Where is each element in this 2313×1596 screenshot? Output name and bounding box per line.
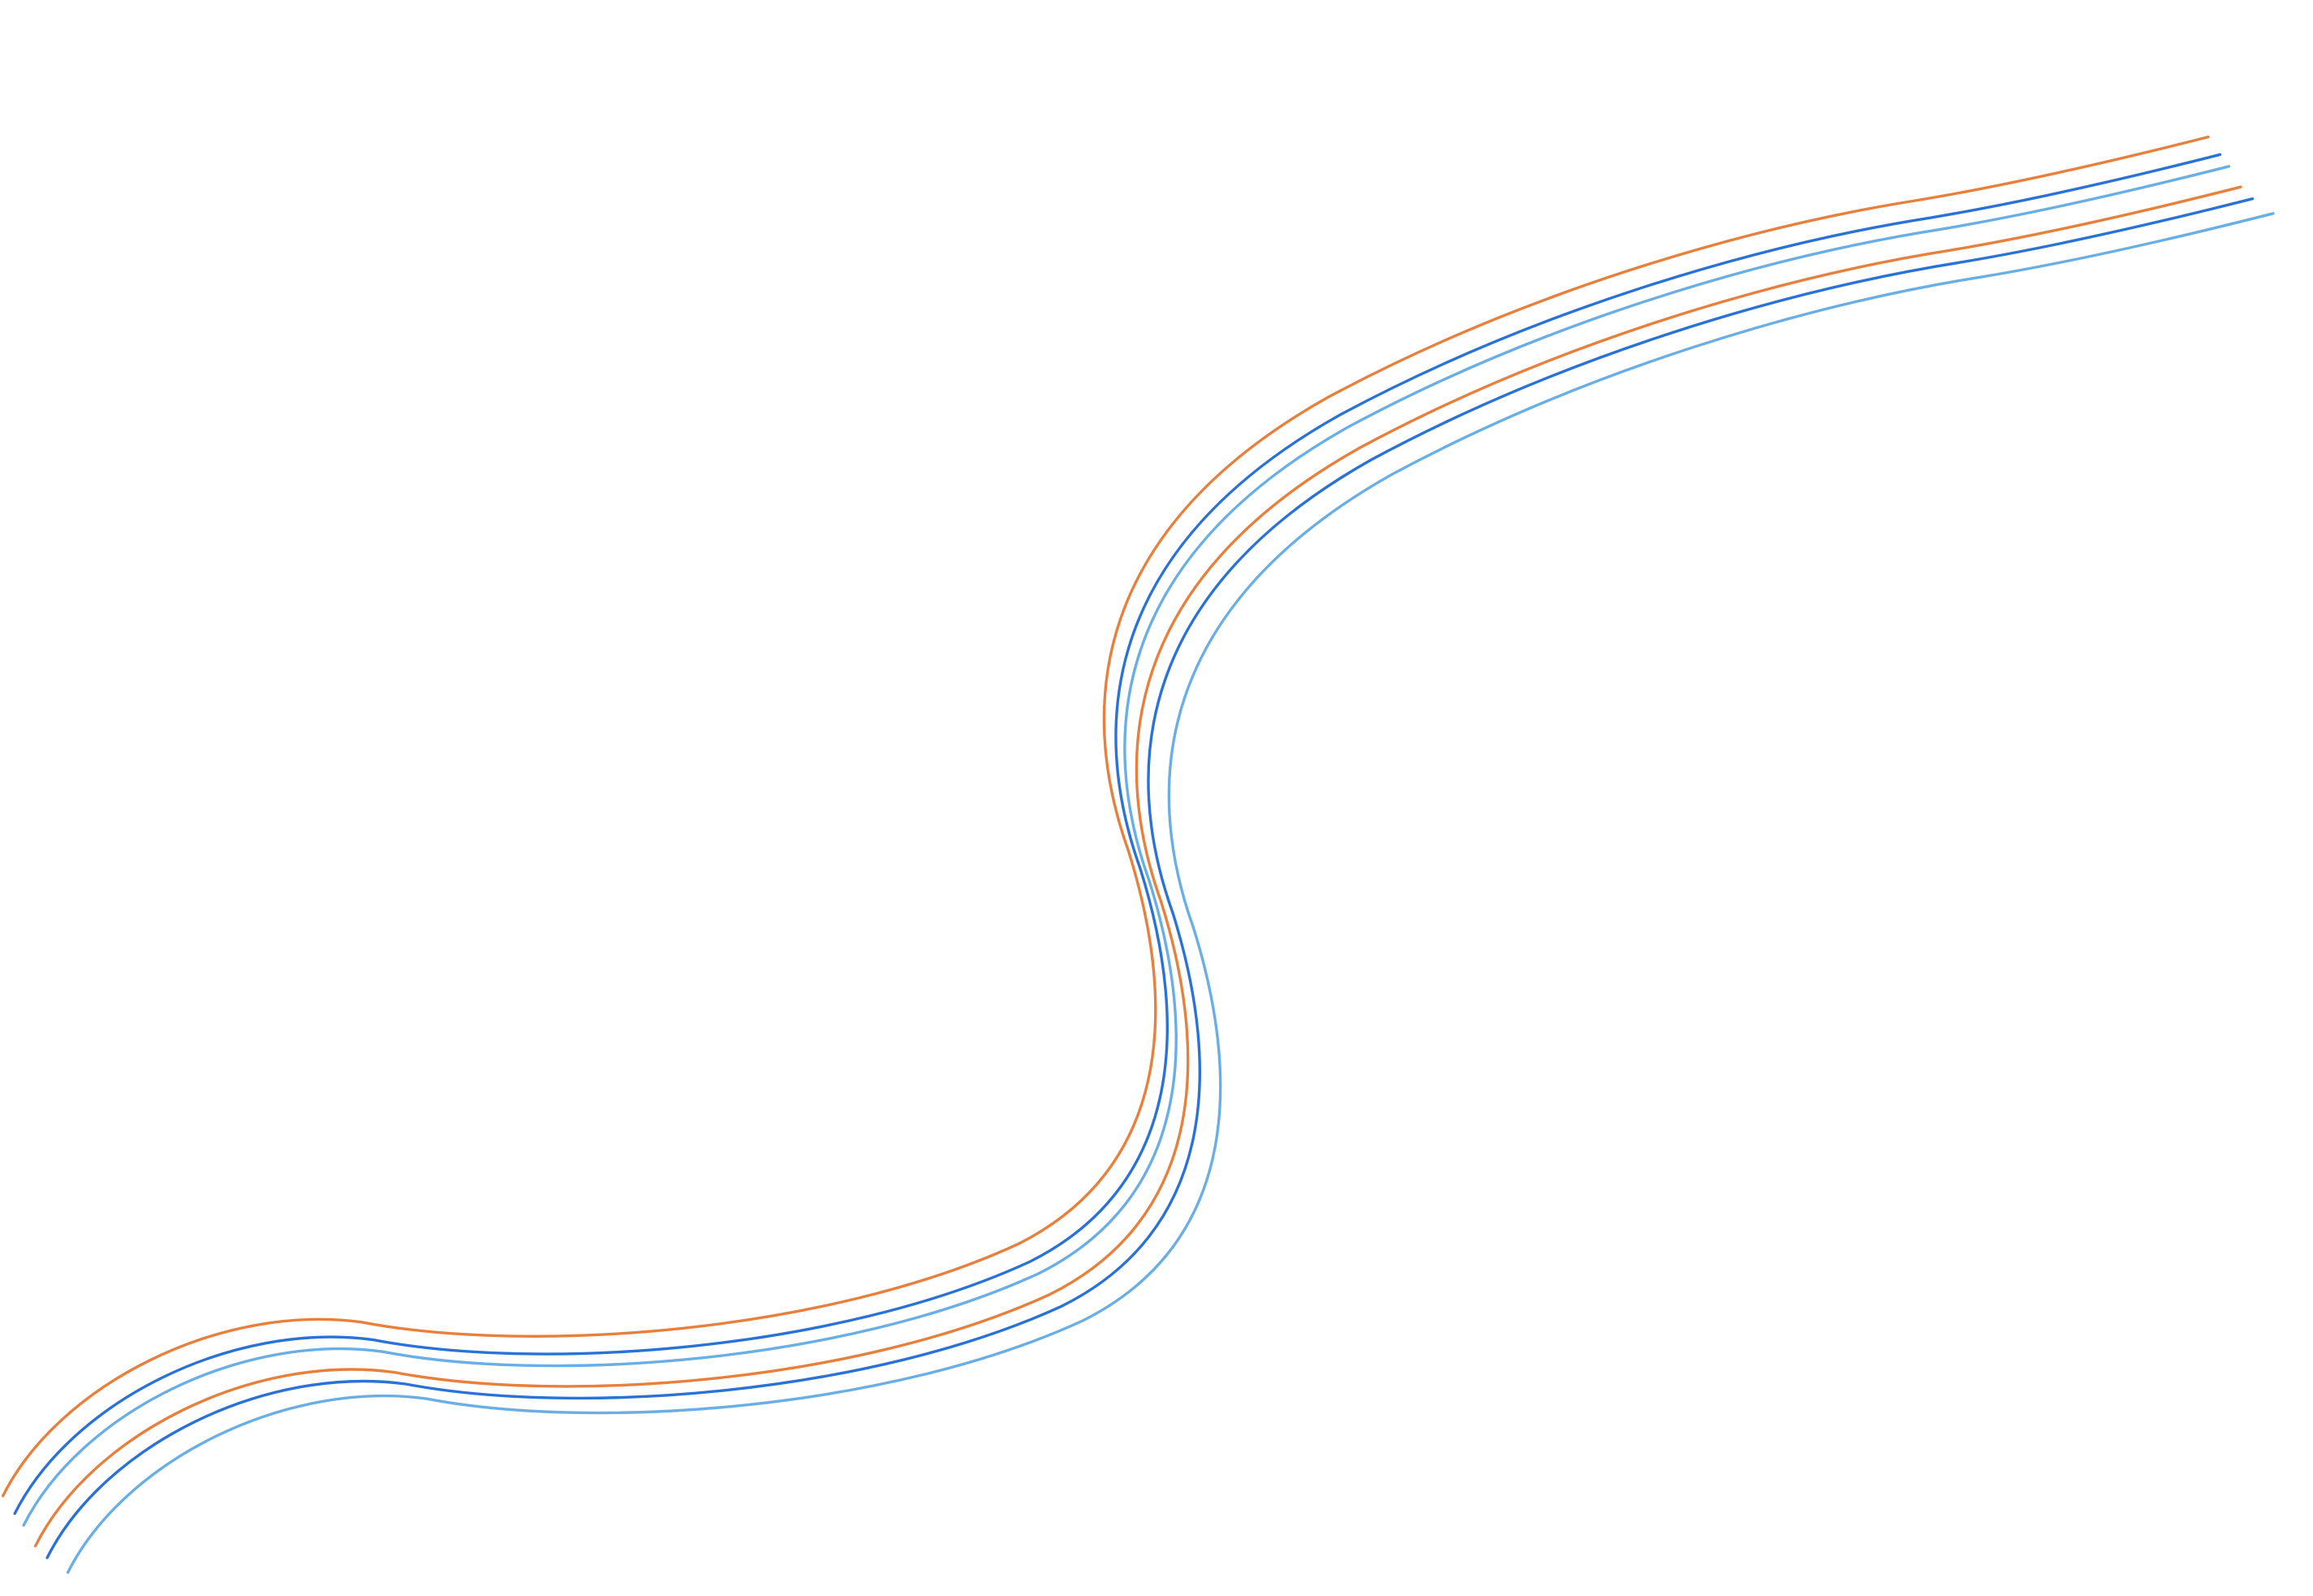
light-blue-wave-line: [22, 165, 2231, 1527]
orange-wave-line: [1, 135, 2210, 1498]
dark-blue-wave-line: [13, 153, 2222, 1516]
dark-blue-wave-line: [45, 197, 2255, 1559]
light-blue-wave-line: [66, 212, 2275, 1574]
orange-wave-line: [33, 185, 2242, 1548]
